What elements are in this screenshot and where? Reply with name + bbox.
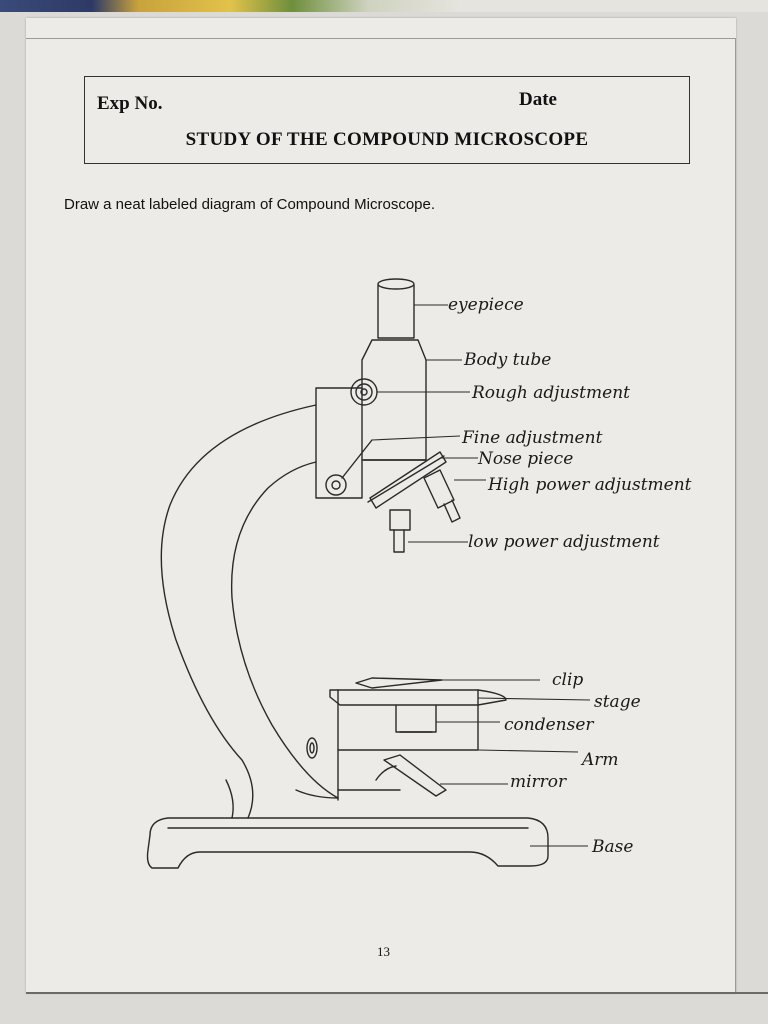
- experiment-title: STUDY OF THE COMPOUND MICROSCOPE: [185, 129, 589, 150]
- clip: [355, 677, 443, 689]
- adjustment-block: [315, 387, 363, 499]
- label-rough-adjustment: Rough adjustment: [471, 383, 630, 403]
- exp-no-label: Exp No.: [97, 93, 163, 114]
- label-mirror: mirror: [510, 772, 567, 792]
- book-edge-strip: [0, 0, 768, 12]
- rough-adjustment-knob: [350, 378, 378, 406]
- nose-piece: [369, 451, 447, 509]
- low-power-objective: [389, 509, 411, 531]
- label-base: Base: [591, 837, 633, 857]
- label-nose-piece: Nose piece: [477, 449, 573, 469]
- page-number: 13: [377, 944, 390, 959]
- eyepiece-tube: [377, 284, 415, 339]
- experiment-header-box: Exp No. Date STUDY OF THE COMPOUND MICRO…: [84, 76, 690, 164]
- date-label: Date: [519, 89, 557, 110]
- stage: [329, 689, 507, 706]
- label-high-power-adjustment: High power adjustment: [487, 475, 692, 495]
- microscope-base: [146, 817, 549, 869]
- label-fine-adjustment: Fine adjustment: [461, 428, 603, 448]
- page-bottom-rule: [26, 992, 768, 994]
- condenser: [395, 705, 437, 733]
- label-clip: clip: [552, 670, 583, 690]
- label-low-power-adjustment: low power adjustment: [468, 532, 660, 552]
- microscope-arm: [160, 404, 317, 819]
- label-condenser: condenser: [504, 715, 594, 735]
- label-arm: Arm: [580, 750, 619, 770]
- page-right-rule: [735, 38, 736, 993]
- label-body-tube: Body tube: [463, 350, 551, 370]
- instruction-text: Draw a neat labeled diagram of Compound …: [64, 196, 436, 213]
- mirror: [383, 754, 447, 797]
- label-stage: stage: [594, 692, 641, 712]
- high-power-objective: [423, 469, 455, 509]
- arm-screw: [306, 737, 318, 759]
- label-eyepiece: eyepiece: [448, 295, 524, 315]
- fine-adjustment-knob: [325, 474, 347, 496]
- page-top-rule: [26, 38, 736, 39]
